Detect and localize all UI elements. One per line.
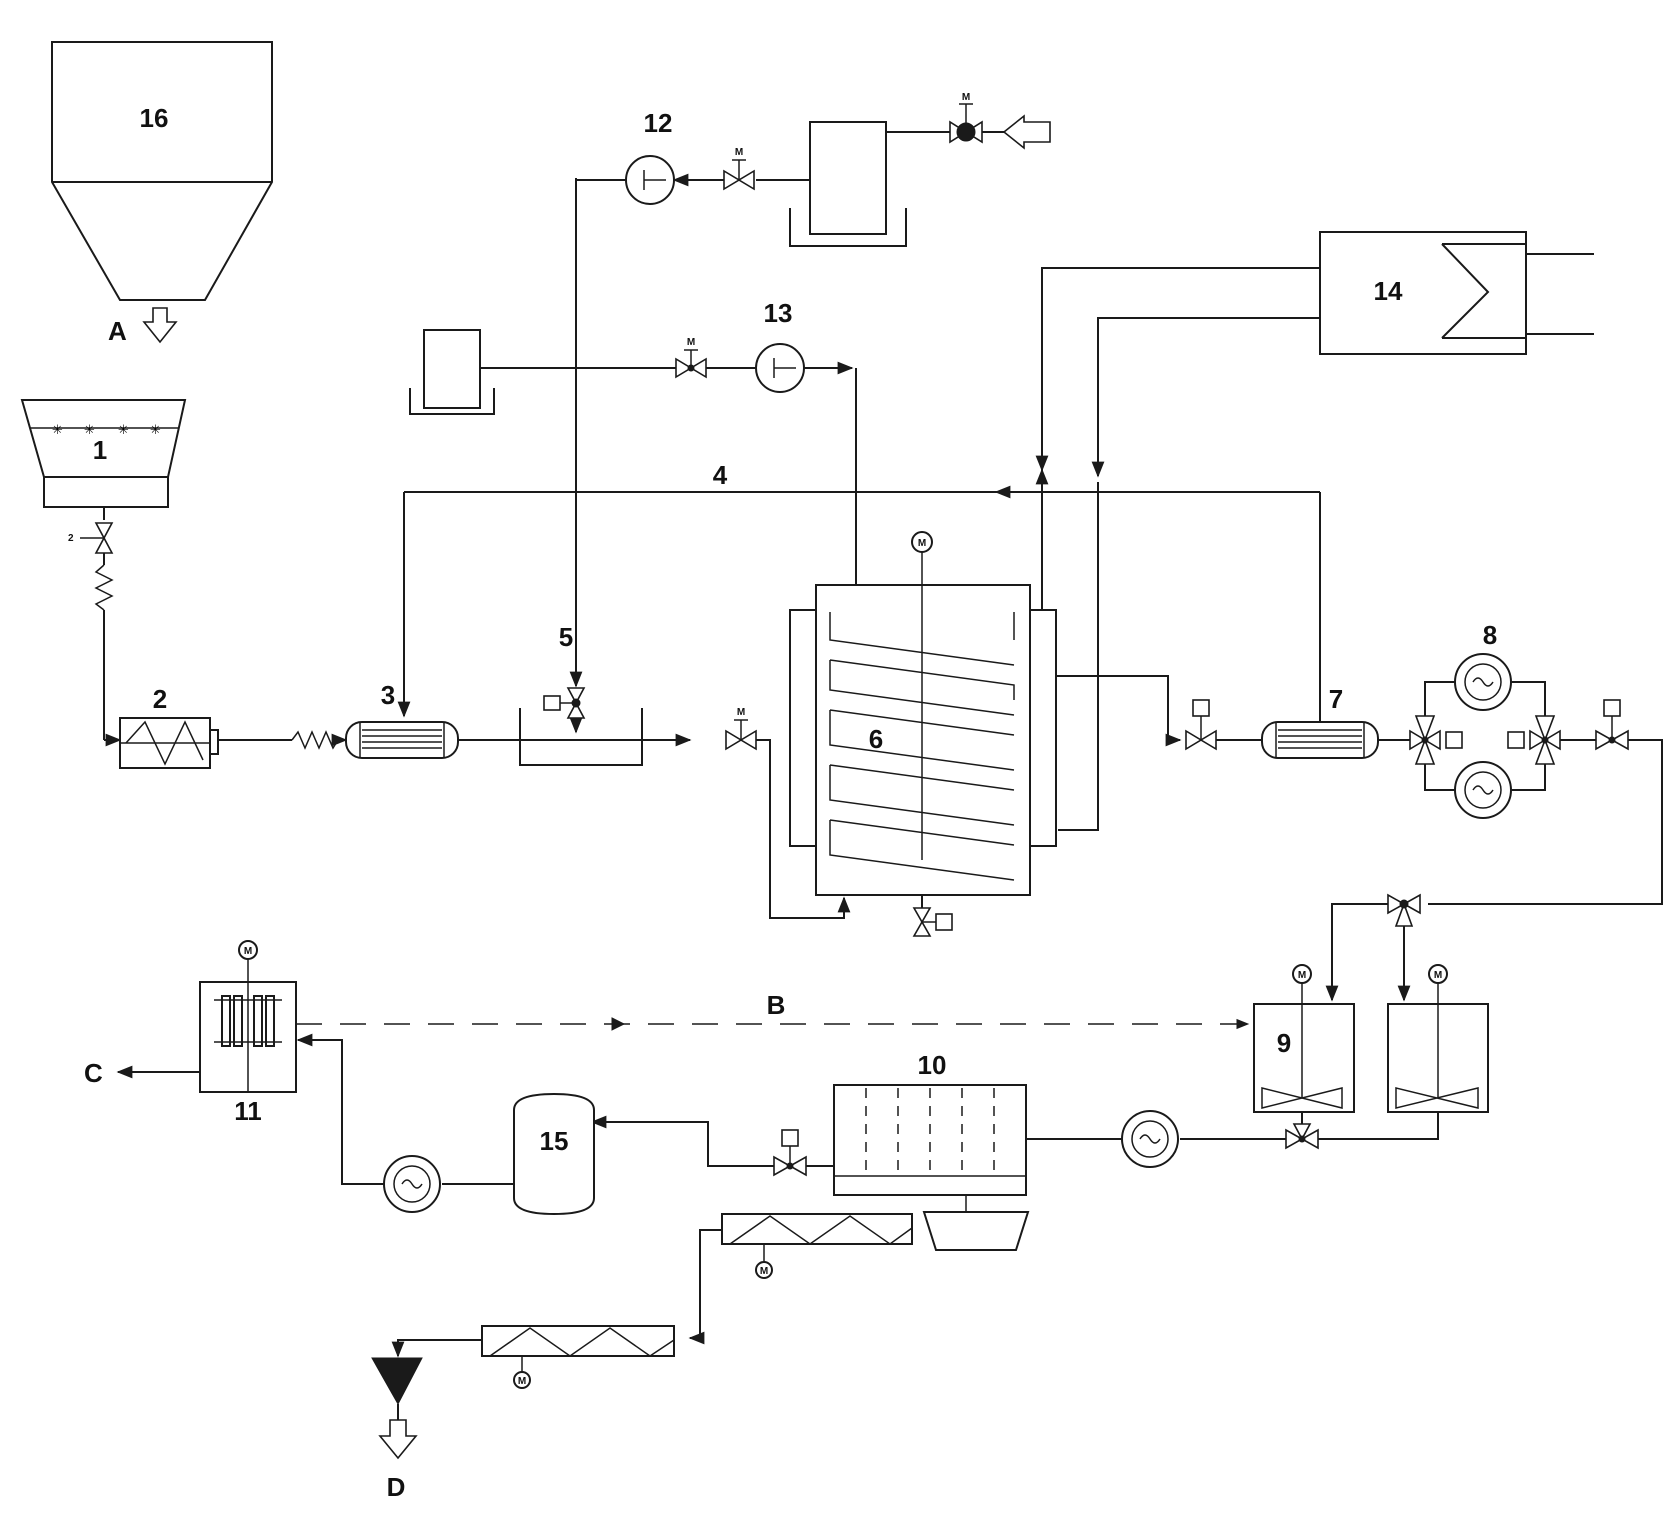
svg-text:M: M (518, 1376, 526, 1387)
label-10: 10 (918, 1050, 947, 1080)
pump-15 (383, 1155, 441, 1213)
chemical-tank-13 (409, 329, 495, 415)
label-1: 1 (93, 435, 107, 465)
label-14: 14 (1374, 276, 1403, 306)
label-c: C (84, 1058, 103, 1088)
control-valve-7-inlet (1185, 699, 1217, 751)
screw-conveyor-lower: M (481, 1325, 675, 1389)
label-8: 8 (1483, 620, 1497, 650)
feed-hopper-1: ✳ ✳ ✳ ✳ 1 (20, 399, 187, 508)
boiler-14: 14 (1319, 231, 1594, 355)
flex-connector-2 (291, 730, 339, 750)
heat-exchanger-3: 3 (345, 680, 459, 759)
svg-text:M: M (760, 1266, 768, 1277)
label-2: 2 (153, 684, 167, 714)
valve-mark: 2 (68, 533, 74, 544)
valve-hopper-outlet: 2 (68, 522, 114, 554)
dashed-line-b: B (296, 990, 1250, 1031)
output-arrow-a: A (108, 307, 178, 346)
label-11: 11 (234, 1096, 262, 1126)
svg-text:M: M (1434, 970, 1442, 981)
svg-text:✳: ✳ (150, 423, 161, 438)
label-15: 15 (540, 1126, 569, 1156)
pump-9 (1121, 1110, 1179, 1168)
label-b: B (767, 990, 786, 1020)
svg-text:✳: ✳ (118, 423, 129, 438)
storage-tank-15: 15 (513, 1092, 595, 1216)
svg-text:M: M (962, 92, 970, 103)
recirculation-line-4: 4 (397, 460, 1321, 722)
label-7: 7 (1329, 684, 1343, 714)
control-valve-10 (773, 1129, 807, 1177)
label-5: 5 (559, 622, 573, 652)
pump-12: 12 (625, 108, 675, 205)
motor-valve-13: M (675, 337, 707, 379)
label-9: 9 (1277, 1028, 1291, 1058)
motor-valve-inlet: M (949, 92, 983, 144)
drain-valve-6 (912, 907, 953, 937)
screw-heater-2: 2 (119, 684, 219, 769)
motor-6: M (918, 538, 926, 549)
reactor-6: M 6 (789, 531, 1057, 896)
flex-connector-1 (94, 564, 114, 611)
tank-outlet-valve (1285, 1123, 1319, 1150)
control-valve-8-outlet (1595, 699, 1629, 751)
motor-valve-12: M (723, 147, 755, 191)
output-arrow-d (378, 1419, 418, 1460)
label-12: 12 (644, 108, 673, 138)
svg-text:M: M (737, 707, 745, 718)
label-6: 6 (869, 724, 883, 754)
svg-text:✳: ✳ (52, 423, 63, 438)
chemical-tank-12 (789, 121, 907, 247)
svg-text:✳: ✳ (84, 423, 95, 438)
cake-hopper (922, 1211, 1030, 1251)
screw-conveyor-upper: M (721, 1213, 913, 1279)
filter-press-10: 10 (833, 1050, 1027, 1212)
pump-station-8: 8 (1409, 620, 1561, 819)
label-16: 16 (140, 103, 169, 133)
inlet-arrow-icon (1002, 114, 1051, 150)
reactor-11: M 11 (199, 940, 297, 1126)
dosing-tank-5: 5 (519, 622, 692, 766)
three-way-valve-9 (1387, 893, 1421, 927)
motor-valve-reactor-inlet: M (725, 707, 757, 751)
svg-text:M: M (735, 147, 743, 158)
discharge-cone (371, 1357, 423, 1406)
label-a: A (108, 316, 127, 346)
label-4: 4 (713, 460, 728, 490)
svg-text:M: M (1298, 970, 1306, 981)
label-d: D (387, 1472, 406, 1502)
label-3: 3 (381, 680, 395, 710)
svg-text:M: M (244, 946, 252, 957)
heat-exchanger-7: 7 (1261, 684, 1379, 759)
sprinkler-icons: ✳ ✳ ✳ ✳ (52, 423, 161, 438)
pump-13: 13 (755, 298, 805, 393)
silo-16: 16 (51, 41, 273, 301)
mixing-tank-9b: M (1387, 964, 1489, 1113)
svg-text:M: M (687, 337, 695, 348)
label-13: 13 (764, 298, 793, 328)
mixing-tank-9a: M 9 (1253, 964, 1355, 1113)
